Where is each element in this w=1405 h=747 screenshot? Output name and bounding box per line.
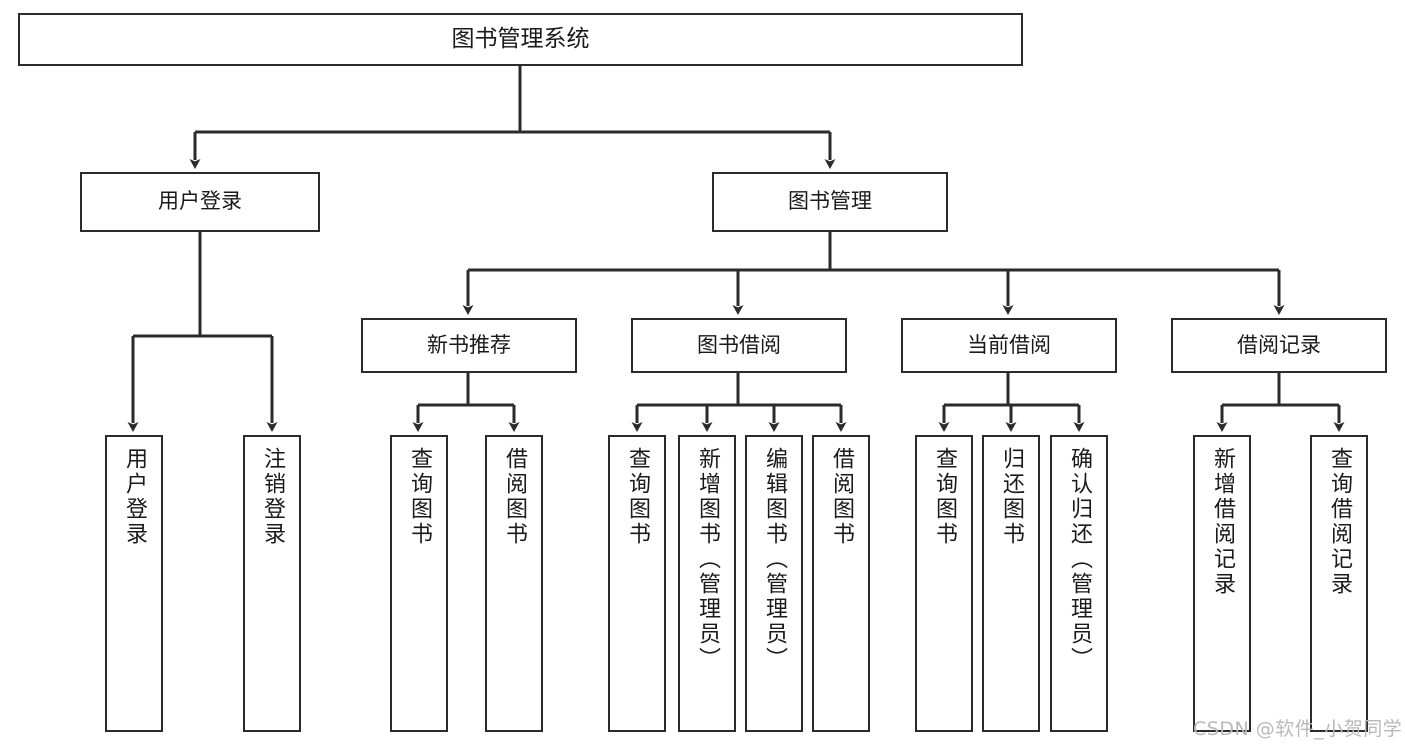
node-leaf-add-record[interactable]: 新增借阅记录 xyxy=(1193,435,1251,732)
node-book-borrow[interactable]: 图书借阅 xyxy=(631,318,847,373)
node-leaf-add-record-label: 新增借阅记录 xyxy=(1210,447,1235,597)
edges-root-to-level1 xyxy=(189,66,836,169)
node-leaf-borrow-book-a-label: 借阅图书 xyxy=(502,447,527,547)
node-leaf-confirm-return[interactable]: 确认归还（管理员） xyxy=(1050,435,1108,732)
node-leaf-user-login-label: 用户登录 xyxy=(122,447,147,547)
node-user-login[interactable]: 用户登录 xyxy=(80,172,320,232)
edges-current-borrow-to-leaves xyxy=(938,373,1085,432)
node-leaf-add-book[interactable]: 新增图书（管理员） xyxy=(678,435,736,732)
node-leaf-borrow-book-b[interactable]: 借阅图书 xyxy=(812,435,870,732)
node-leaf-logout[interactable]: 注销登录 xyxy=(243,435,301,732)
node-leaf-add-book-label: 新增图书（管理员） xyxy=(695,447,720,672)
node-root-system[interactable]: 图书管理系统 xyxy=(18,13,1023,66)
node-leaf-query-book-b-label: 查询图书 xyxy=(625,447,650,547)
node-leaf-query-book-c[interactable]: 查询图书 xyxy=(915,435,973,732)
node-current-borrow-label: 当前借阅 xyxy=(967,332,1051,357)
node-leaf-query-record[interactable]: 查询借阅记录 xyxy=(1310,435,1368,732)
node-borrow-records[interactable]: 借阅记录 xyxy=(1171,318,1387,373)
node-current-borrow[interactable]: 当前借阅 xyxy=(901,318,1117,373)
node-user-login-label: 用户登录 xyxy=(158,189,242,214)
node-leaf-query-book-c-label: 查询图书 xyxy=(932,447,957,547)
node-borrow-records-label: 借阅记录 xyxy=(1237,332,1321,357)
node-leaf-query-book-a[interactable]: 查询图书 xyxy=(390,435,448,732)
node-leaf-return-book[interactable]: 归还图书 xyxy=(982,435,1040,732)
node-leaf-query-record-label: 查询借阅记录 xyxy=(1327,447,1352,597)
node-leaf-query-book-a-label: 查询图书 xyxy=(407,447,432,547)
node-leaf-edit-book[interactable]: 编辑图书（管理员） xyxy=(745,435,803,732)
node-new-book-recommend[interactable]: 新书推荐 xyxy=(361,318,577,373)
node-leaf-borrow-book-a[interactable]: 借阅图书 xyxy=(485,435,543,732)
node-root-label: 图书管理系统 xyxy=(451,26,590,53)
node-leaf-confirm-return-label: 确认归还（管理员） xyxy=(1067,447,1092,672)
node-leaf-borrow-book-b-label: 借阅图书 xyxy=(829,447,854,547)
node-new-book-recommend-label: 新书推荐 xyxy=(427,332,511,357)
edges-new-book-recommend-to-leaves xyxy=(412,373,520,432)
edges-user-login-to-leaves xyxy=(127,232,278,432)
node-leaf-logout-label: 注销登录 xyxy=(260,447,285,547)
node-leaf-query-book-b[interactable]: 查询图书 xyxy=(608,435,666,732)
edges-book-management-to-level2 xyxy=(462,232,1285,315)
node-leaf-return-book-label: 归还图书 xyxy=(999,447,1024,547)
node-leaf-edit-book-label: 编辑图书（管理员） xyxy=(762,447,787,672)
node-book-management[interactable]: 图书管理 xyxy=(712,172,948,232)
node-leaf-user-login[interactable]: 用户登录 xyxy=(105,435,163,732)
edges-book-borrow-to-leaves xyxy=(631,373,847,432)
edges-borrow-records-to-leaves xyxy=(1216,373,1345,432)
node-book-management-label: 图书管理 xyxy=(788,189,872,214)
node-book-borrow-label: 图书借阅 xyxy=(697,332,781,357)
